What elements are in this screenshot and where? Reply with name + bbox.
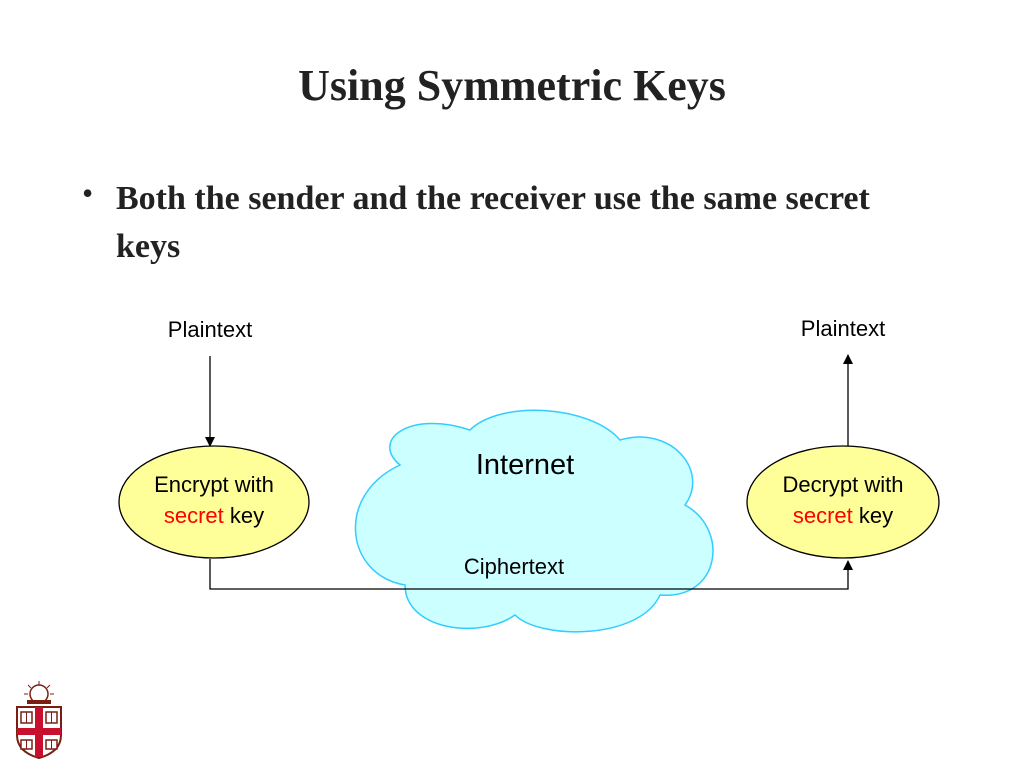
encrypt-key-word: key [224,503,264,528]
ciphertext-flow-arrow [209,559,853,590]
slide-title: Using Symmetric Keys [298,61,726,110]
internet-label: Internet [476,449,574,481]
decrypt-secret-word: secret [793,503,853,528]
encrypt-line2: secret key [164,503,264,528]
encrypt-secret-word: secret [164,503,224,528]
left-plaintext-label: Plaintext [168,317,252,342]
decrypt-node [746,445,940,559]
encrypt-node [118,445,310,559]
internet-cloud [354,409,714,633]
decrypt-key-word: key [853,503,893,528]
decrypt-line2: secret key [793,503,893,528]
encrypt-line1: Encrypt with [154,472,274,497]
decrypt-line1: Decrypt with [782,472,903,497]
bullet-dot: • [82,175,94,211]
right-plaintext-label: Plaintext [801,316,885,341]
ciphertext-label: Ciphertext [464,554,564,579]
university-shield-icon [16,681,62,760]
bullet-text: Both the sender and the receiver use the… [116,180,870,265]
